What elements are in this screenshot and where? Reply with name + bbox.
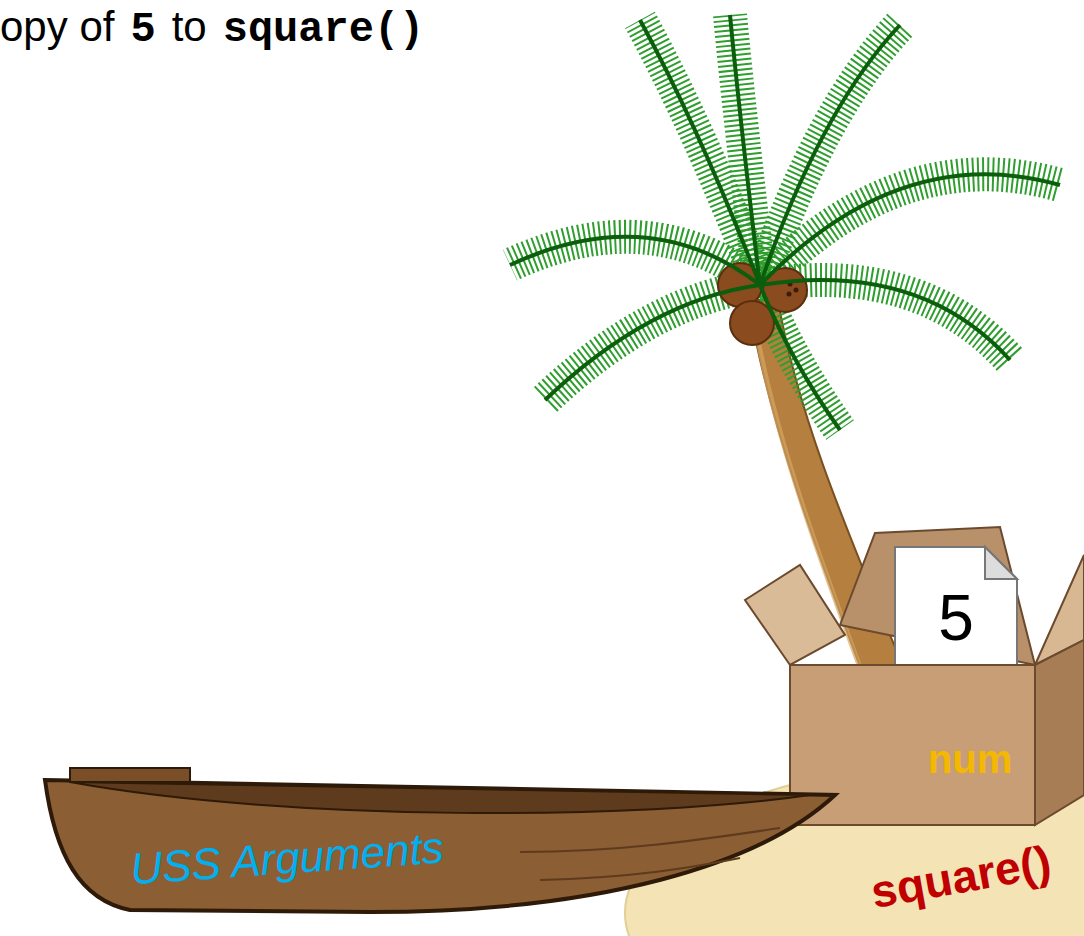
box-side	[1035, 640, 1084, 825]
coconut-eyes	[787, 282, 799, 297]
left-flap	[745, 565, 845, 665]
value-paper-holder: 5	[895, 583, 1017, 653]
palm-fronds	[510, 15, 1060, 430]
frond-ribs	[510, 15, 1060, 430]
value-paper: 5	[895, 583, 1017, 653]
hull-plank-line	[540, 858, 740, 880]
hull-inside	[70, 782, 810, 813]
code-text: square()	[223, 7, 425, 53]
heading-row: opy of 5 to square()	[0, 4, 440, 53]
seat-plank	[70, 768, 190, 782]
variable-name: num	[905, 737, 1035, 781]
boat: USS Arguments	[40, 740, 840, 915]
cardboard-box: 5 num	[745, 525, 1084, 825]
code-text: 5	[130, 7, 155, 53]
variable-name-holder: num	[905, 737, 1035, 781]
hull-plank-line	[520, 828, 780, 852]
hull	[45, 780, 835, 912]
heading-text: opy of	[0, 4, 114, 50]
heading-text: to	[172, 4, 207, 50]
cardboard-box-outline	[745, 525, 1084, 825]
paper-fold	[985, 547, 1017, 579]
